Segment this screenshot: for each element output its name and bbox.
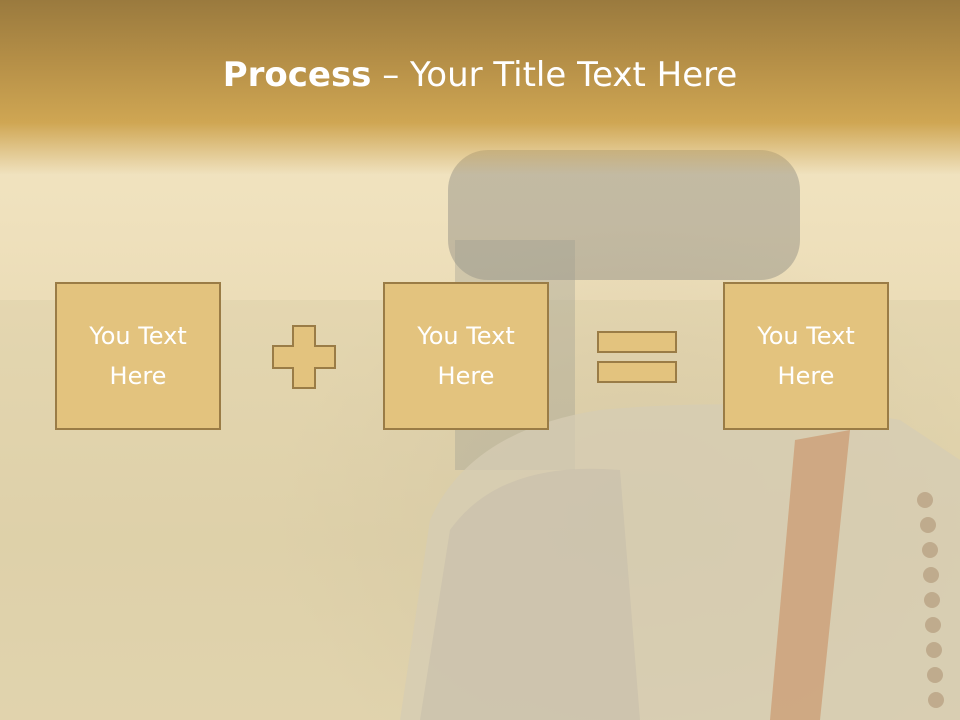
title-band	[0, 0, 960, 175]
plus-icon	[272, 325, 336, 389]
title-bold-text: Process	[222, 55, 372, 95]
process-box-1-label: You Text Here	[89, 322, 187, 390]
process-box-1[interactable]: You Text Here	[55, 282, 221, 430]
process-box-3[interactable]: You Text Here	[723, 282, 889, 430]
process-box-2-label: You Text Here	[417, 322, 515, 390]
process-box-2[interactable]: You Text Here	[383, 282, 549, 430]
slide-title[interactable]: Process – Your Title Text Here	[0, 52, 960, 98]
process-box-3-label: You Text Here	[757, 322, 855, 390]
equals-icon	[597, 331, 677, 383]
title-rest-text: – Your Title Text Here	[371, 55, 738, 95]
